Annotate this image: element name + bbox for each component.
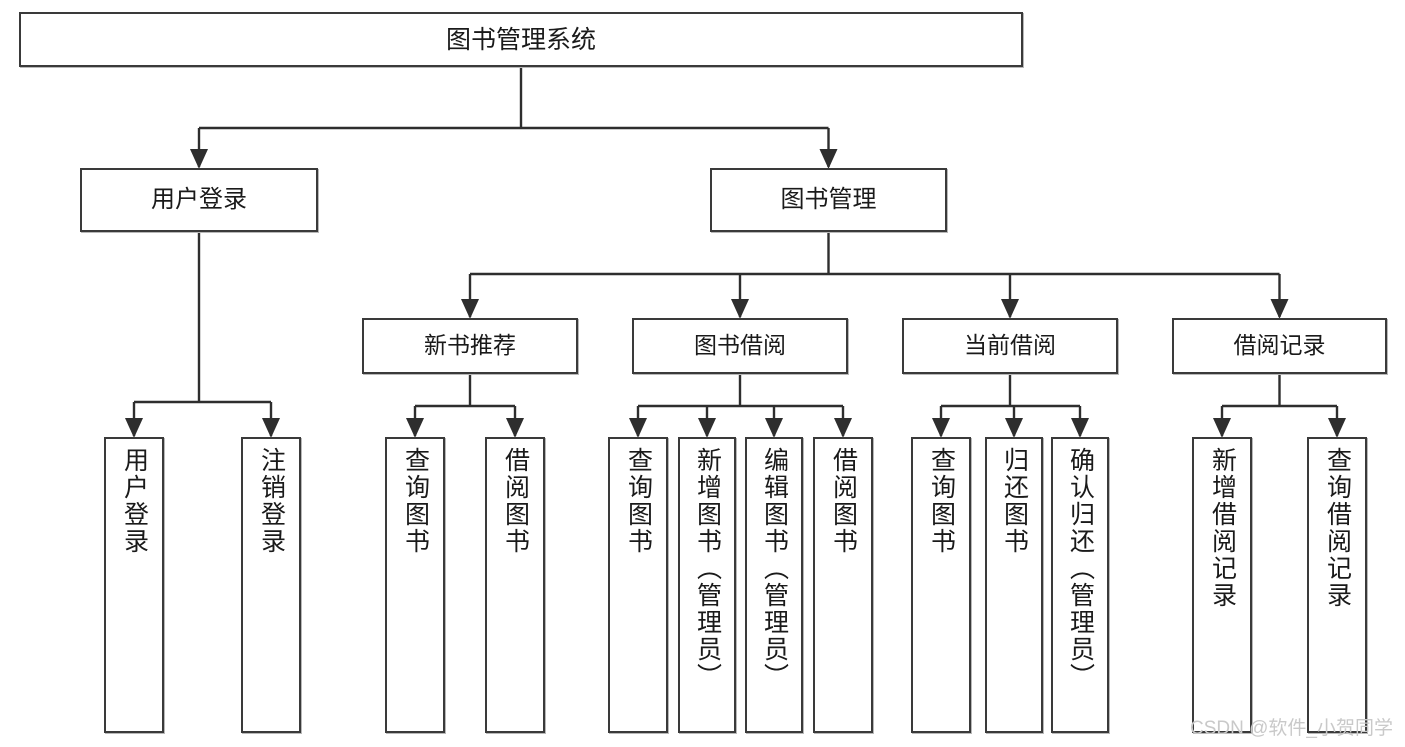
node-label: 查询图书 bbox=[927, 447, 956, 555]
node-l-cb-query[interactable]: 查询图书 bbox=[911, 437, 971, 733]
node-label: 查询借阅记录 bbox=[1323, 447, 1352, 609]
node-l-bk-borrow[interactable]: 借阅图书 bbox=[813, 437, 873, 733]
node-label: 借阅记录 bbox=[1233, 332, 1326, 359]
node-label: 归还图书 bbox=[1000, 447, 1029, 555]
node-l-cb-conf[interactable]: 确认归还（管理员） bbox=[1051, 437, 1109, 733]
node-bookmgmt[interactable]: 图书管理 bbox=[710, 168, 947, 232]
node-label: 新增图书（管理员） bbox=[693, 447, 722, 690]
node-label: 当前借阅 bbox=[964, 332, 1056, 359]
node-l-bk-add[interactable]: 新增图书（管理员） bbox=[678, 437, 736, 733]
node-root[interactable]: 图书管理系统 bbox=[19, 12, 1023, 67]
csdn-watermark: CSDN @软件_小贺同学 bbox=[1190, 718, 1393, 739]
node-label: 图书管理系统 bbox=[445, 25, 596, 54]
node-label: 注销登录 bbox=[257, 447, 286, 555]
node-label: 新增借阅记录 bbox=[1208, 447, 1237, 609]
node-label: 新书推荐 bbox=[424, 332, 516, 359]
node-label: 图书管理 bbox=[780, 185, 877, 213]
node-label: 编辑图书（管理员） bbox=[760, 447, 789, 690]
node-l-rc-add[interactable]: 新增借阅记录 bbox=[1192, 437, 1252, 733]
node-label: 用户登录 bbox=[120, 447, 149, 555]
node-l-logout[interactable]: 注销登录 bbox=[241, 437, 301, 733]
node-l-bk-edit[interactable]: 编辑图书（管理员） bbox=[745, 437, 803, 733]
node-login[interactable]: 用户登录 bbox=[80, 168, 318, 232]
node-l-nb-borrow[interactable]: 借阅图书 bbox=[485, 437, 545, 733]
node-label: 图书借阅 bbox=[694, 332, 786, 359]
node-l-bk-query[interactable]: 查询图书 bbox=[608, 437, 668, 733]
node-l-rc-query[interactable]: 查询借阅记录 bbox=[1307, 437, 1367, 733]
node-label: 确认归还（管理员） bbox=[1066, 447, 1095, 690]
node-label: 查询图书 bbox=[401, 447, 430, 555]
node-label: 查询图书 bbox=[624, 447, 653, 555]
node-l-nb-query[interactable]: 查询图书 bbox=[385, 437, 445, 733]
node-label: 借阅图书 bbox=[501, 447, 530, 555]
node-current[interactable]: 当前借阅 bbox=[902, 318, 1118, 374]
node-l-login[interactable]: 用户登录 bbox=[104, 437, 164, 733]
node-label: 用户登录 bbox=[151, 185, 247, 213]
node-label: 借阅图书 bbox=[829, 447, 858, 555]
node-newbook[interactable]: 新书推荐 bbox=[362, 318, 578, 374]
node-borrow[interactable]: 图书借阅 bbox=[632, 318, 848, 374]
node-records[interactable]: 借阅记录 bbox=[1172, 318, 1387, 374]
node-l-cb-return[interactable]: 归还图书 bbox=[985, 437, 1043, 733]
